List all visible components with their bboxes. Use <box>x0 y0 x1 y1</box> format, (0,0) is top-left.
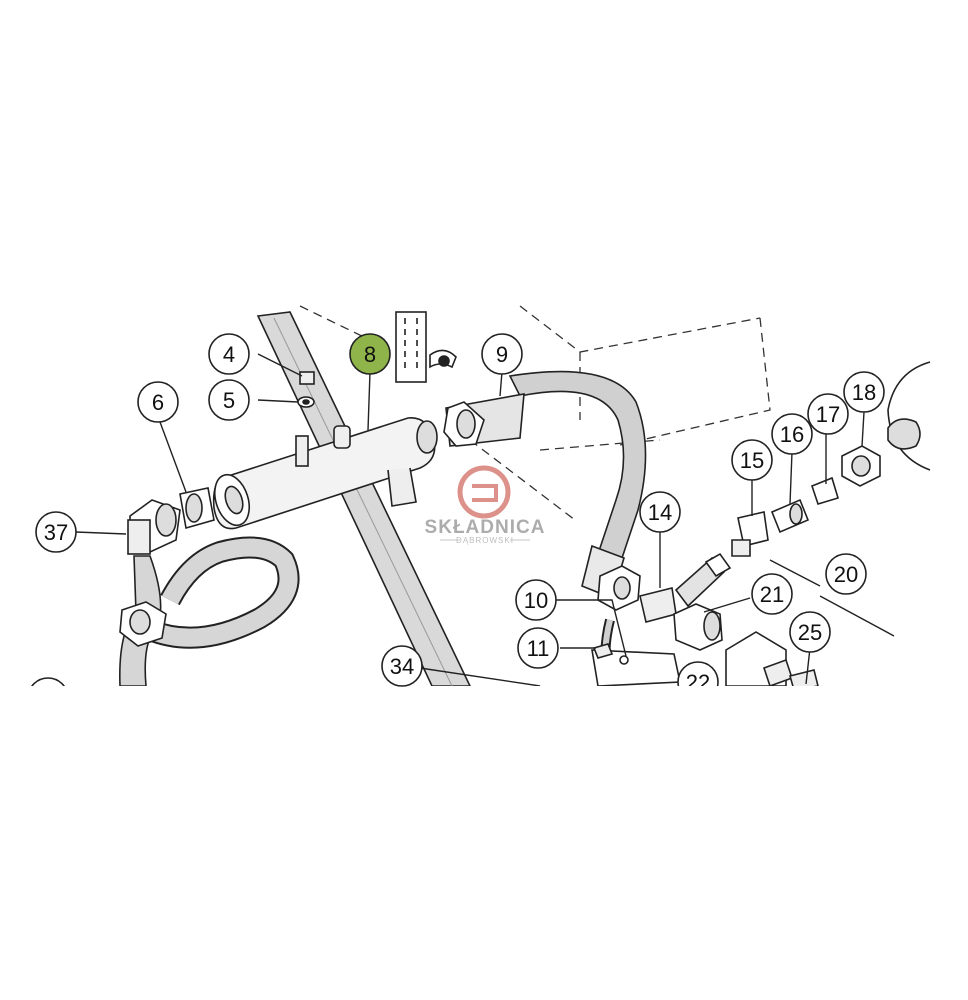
callout-21[interactable]: 21 <box>751 573 793 615</box>
logo-emblem-icon <box>472 484 498 502</box>
svg-text:10: 10 <box>524 588 548 613</box>
callout-5[interactable]: 5 <box>208 379 250 421</box>
hose-loop-left <box>119 536 300 686</box>
svg-text:14: 14 <box>648 500 672 525</box>
main-block <box>212 417 438 530</box>
svg-text:18: 18 <box>852 380 876 405</box>
svg-text:21: 21 <box>760 582 784 607</box>
callout-6[interactable]: 6 <box>137 381 179 423</box>
callout-9[interactable]: 9 <box>481 333 523 375</box>
svg-text:5: 5 <box>223 388 235 413</box>
hose-9 <box>443 370 647 600</box>
callout-37[interactable]: 37 <box>35 511 77 553</box>
leader-lines <box>75 353 895 686</box>
svg-text:4: 4 <box>223 342 235 367</box>
callout-4[interactable]: 4 <box>208 333 250 375</box>
svg-text:6: 6 <box>152 390 164 415</box>
callout-18[interactable]: 18 <box>843 371 885 413</box>
fitting-6 <box>179 487 215 530</box>
callout-16[interactable]: 16 <box>771 413 813 455</box>
svg-text:8: 8 <box>364 342 376 367</box>
svg-text:17: 17 <box>816 402 840 427</box>
callout-20[interactable]: 20 <box>825 553 867 595</box>
svg-text:20: 20 <box>834 562 858 587</box>
callout-11[interactable]: 11 <box>517 627 559 669</box>
callout-25[interactable]: 25 <box>789 611 831 653</box>
svg-text:37: 37 <box>44 520 68 545</box>
dashed-frame <box>299 305 771 521</box>
callout-partial-left <box>31 677 65 686</box>
callouts: 4 5 6 8 9 10 11 14 15 16 17 18 20 21 22 … <box>31 333 885 702</box>
svg-text:15: 15 <box>740 448 764 473</box>
svg-text:22: 22 <box>686 670 710 695</box>
svg-text:11: 11 <box>527 636 550 661</box>
vertical-post <box>395 311 457 383</box>
watermark-logo: SKŁADNICA DĄBROWSKI <box>425 465 546 545</box>
svg-text:9: 9 <box>496 342 508 367</box>
watermark-subtitle: DĄBROWSKI <box>456 536 514 545</box>
callout-15[interactable]: 15 <box>731 439 773 481</box>
svg-text:16: 16 <box>780 422 804 447</box>
callout-8[interactable]: 8 <box>349 333 391 375</box>
elbow-fitting-37 <box>127 499 181 555</box>
upper-right-housing <box>887 361 931 471</box>
callout-22[interactable]: 22 <box>677 661 719 702</box>
watermark-brand: SKŁADNICA <box>425 517 546 538</box>
callout-10[interactable]: 10 <box>515 579 557 621</box>
callout-17[interactable]: 17 <box>807 393 849 435</box>
svg-text:25: 25 <box>798 620 822 645</box>
callout-34[interactable]: 34 <box>381 645 423 687</box>
logo-ring-icon <box>457 465 511 519</box>
callout-14[interactable]: 14 <box>639 491 681 533</box>
svg-text:34: 34 <box>390 654 414 679</box>
fitting-chain <box>597 445 881 623</box>
